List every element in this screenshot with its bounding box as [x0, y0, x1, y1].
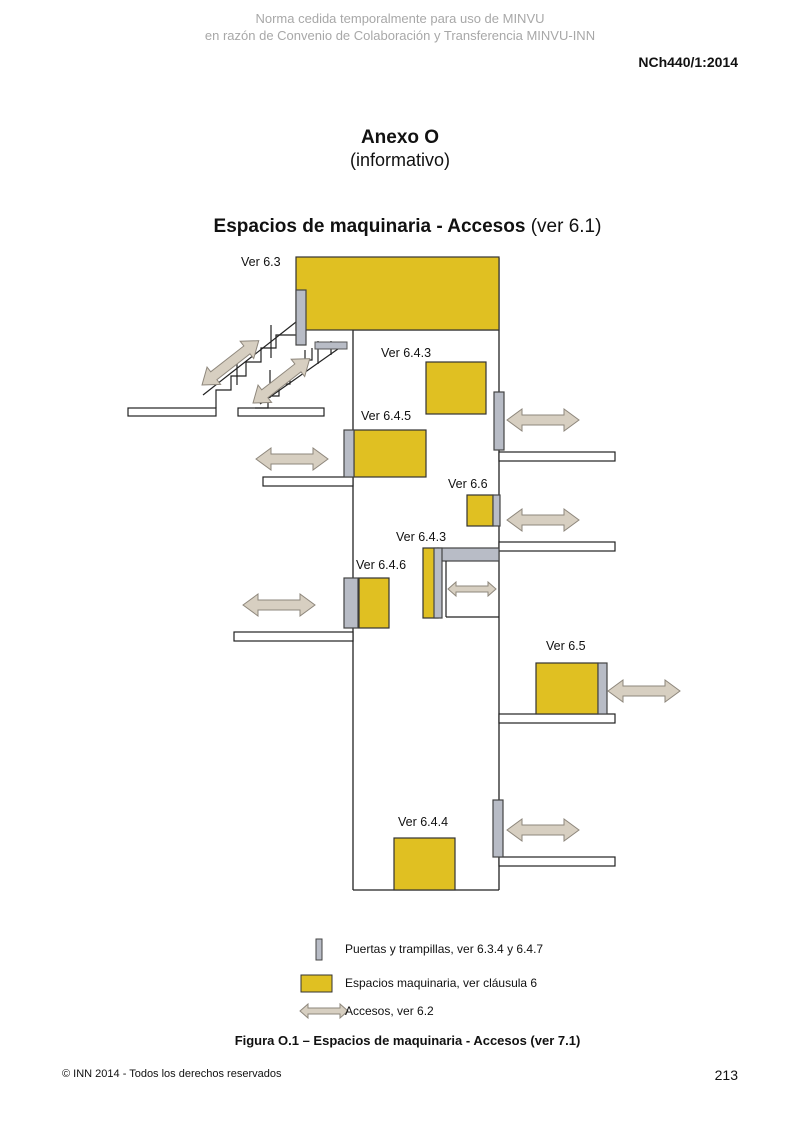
figure-caption: Figura O.1 – Espacios de maquinaria - Ac… — [234, 1033, 581, 1048]
figure-title-bold: Espacios de maquinaria - Accesos — [213, 216, 526, 237]
label-ver-6-4-3-mid: Ver 6.4.3 — [396, 530, 447, 544]
label-ver-6-5: Ver 6.5 — [546, 639, 586, 653]
annex-subtitle: (informativo) — [349, 150, 451, 170]
watermark-line-1: Norma cedida temporalmente para uso de M… — [255, 11, 545, 26]
legend-door-swatch — [315, 938, 323, 961]
legend-machinery-text: Espacios maquinaria, ver cláusula 6 — [345, 976, 538, 990]
machinery-spaces — [295, 256, 599, 891]
legend-symbols — [299, 938, 349, 1019]
legend-doors-text: Puertas y trampillas, ver 6.3.4 y 6.4.7 — [345, 942, 544, 956]
label-ver-6-4-4: Ver 6.4.4 — [398, 815, 449, 829]
annex-title: Anexo O — [360, 127, 440, 148]
stair-hatch — [314, 341, 348, 350]
label-ver-6-4-5: Ver 6.4.5 — [361, 409, 412, 423]
legend-access-arrow — [299, 1003, 349, 1019]
label-ver-6-4-3-top: Ver 6.4.3 — [381, 346, 432, 360]
watermark-line-2: en razón de Convenio de Colaboración y T… — [204, 28, 596, 43]
legend-machinery-swatch — [300, 974, 333, 993]
label-ver-6-4-6: Ver 6.4.6 — [356, 558, 407, 572]
figure-title: Espacios de maquinaria - Accesos (ver 6.… — [0, 216, 800, 238]
figure-title-ref: (ver 6.1) — [525, 216, 602, 237]
label-ver-6-3: Ver 6.3 — [241, 255, 281, 269]
inner-landing — [445, 561, 499, 618]
label-ver-6-6: Ver 6.6 — [448, 477, 488, 491]
floor-slabs — [127, 407, 616, 867]
watermark: Norma cedida temporalmente para uso de M… — [0, 10, 800, 44]
legend-access-text: Accesos, ver 6.2 — [345, 1004, 434, 1018]
page-number: 213 — [714, 1067, 738, 1083]
standard-code: NCh440/1:2014 — [638, 54, 738, 70]
doors-hatches — [295, 289, 608, 858]
footer-copyright: © INN 2014 - Todos los derechos reservad… — [62, 1068, 282, 1080]
